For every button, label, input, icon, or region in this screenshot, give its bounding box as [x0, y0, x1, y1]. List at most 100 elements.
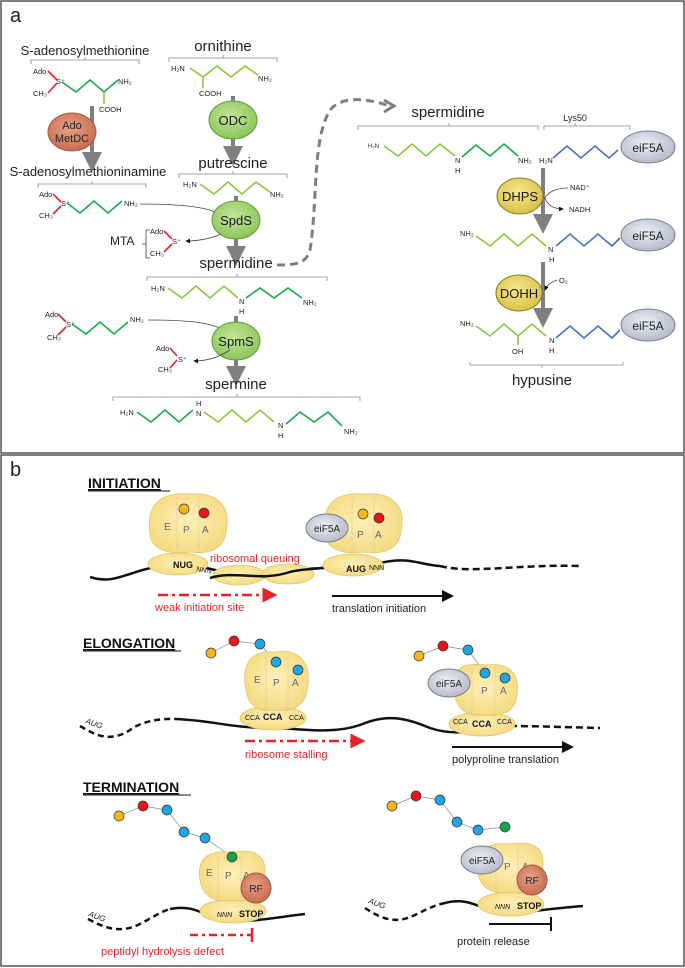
atom-nh2: NH₂ — [258, 74, 272, 83]
atom-ado: Ado — [39, 190, 52, 199]
atom-ado: Ado — [150, 227, 163, 236]
codon-cca-center: CCA — [472, 719, 492, 729]
ribosome-termination-left: E P A RF NNN STOP — [199, 850, 272, 924]
enzyme-odc-label: ODC — [219, 113, 248, 128]
atom-nh2: NH₂ — [130, 315, 144, 324]
compound-spermine: spermine — [205, 376, 267, 393]
atom-ado: Ado — [156, 344, 169, 353]
peptide-chain — [205, 635, 299, 671]
amino-acid-orange — [178, 503, 190, 515]
atom-h2n: H₂N — [151, 284, 165, 293]
site-a: A — [202, 525, 209, 536]
eif5a-label: eiF5A — [632, 229, 663, 243]
atom-n: N — [549, 336, 554, 345]
site-p: P — [183, 525, 190, 536]
compound-spermidine-right: spermidine — [411, 104, 484, 121]
atom-nh2: NH₂ — [303, 298, 317, 307]
enzyme-dohh — [495, 274, 543, 312]
atom-n: N — [196, 409, 201, 418]
label-aug: AUG — [366, 896, 386, 911]
enzyme-dhps-label: DHPS — [502, 189, 538, 204]
label-aug: AUG — [83, 716, 103, 731]
atom-h2n: H₂N — [120, 408, 134, 417]
caption-polyproline-translation: polyproline translation — [452, 754, 559, 766]
atom-s: S⁺ — [56, 77, 65, 86]
atom-nh2: NH₂ — [118, 77, 132, 86]
atom-ado: Ado — [45, 310, 58, 319]
atom-n: N — [548, 245, 553, 254]
codon-cca: CCA — [453, 719, 468, 726]
eif5a-label: eiF5A — [469, 856, 495, 867]
atom-cooh: COOH — [199, 89, 222, 98]
ribosome-elongation-right: P A eiF5A CCA CCA CCA — [427, 664, 518, 737]
enzyme-adometdc-label2: MetDC — [55, 133, 89, 145]
enzyme-spds-label: SpdS — [220, 213, 252, 228]
atom-h: H — [549, 346, 554, 355]
compound-hypusine: hypusine — [512, 372, 572, 389]
atom-cooh: COOH — [99, 105, 122, 114]
atom-ch3: CH₃ — [39, 211, 53, 220]
caption-weak-initiation: weak initiation site — [154, 602, 244, 614]
ribosome-initiation-left: E P A NUG NNN — [147, 493, 228, 576]
panel-a-border — [0, 0, 685, 454]
atom-nh2: NH₂ — [460, 319, 474, 328]
release-factor — [240, 872, 272, 904]
atom-h2n: H₂N — [183, 180, 197, 189]
ribosome-elongation-left: E P A CCA CCA CCA — [239, 650, 309, 731]
atom-nad: NAD⁺ — [570, 183, 590, 192]
site-p: P — [481, 686, 488, 697]
site-p: P — [504, 862, 511, 873]
atom-nadh: NADH — [569, 205, 590, 214]
release-factor-label: RF — [525, 876, 538, 887]
bond-red — [47, 70, 58, 94]
panel-b-label: b — [10, 459, 21, 481]
codon-nnn: NNN — [495, 904, 511, 911]
atom-ch3: CH₃ — [158, 365, 172, 374]
label-lys50: Lys50 — [563, 113, 587, 123]
enzyme-spms — [211, 321, 261, 361]
compound-ornithine: ornithine — [194, 38, 252, 55]
atom-h: H — [278, 431, 283, 440]
atom-s: S⁺ — [178, 355, 187, 364]
atom-h: H — [455, 166, 460, 175]
section-title-termination: TERMINATION — [83, 779, 179, 795]
codon-nnn: NNN — [217, 912, 233, 919]
mrna-strand — [174, 716, 511, 734]
atom-ch3: CH₃ — [150, 249, 164, 258]
codon-cca-center: CCA — [263, 712, 283, 722]
bracket — [30, 57, 140, 64]
caption-translation-initiation: translation initiation — [332, 603, 426, 615]
ribosome-initiation-right: P A eiF5A AUG NNN — [305, 493, 403, 577]
label-aug: AUG — [86, 909, 106, 924]
enzyme-adometdc — [47, 112, 97, 152]
atom-ch3: CH₃ — [47, 333, 61, 342]
queued-subunit — [261, 563, 315, 585]
caption-ribosome-stalling: ribosome stalling — [245, 749, 328, 761]
atom-h: H — [239, 307, 244, 316]
compound-dcsam: S-adenosylmethioninamine — [10, 164, 167, 179]
enzyme-dohh-label: DOHH — [500, 286, 538, 301]
eif5a-protein — [305, 513, 349, 543]
transfer-arrow — [276, 98, 391, 267]
atom-n: N — [278, 421, 283, 430]
atom-s: S⁺ — [61, 199, 70, 208]
compound-sam: S-adenosylmethionine — [21, 43, 150, 58]
codon-nnn: NNN — [196, 566, 212, 576]
atom-h2n: H₂N — [539, 156, 553, 165]
section-title-initiation: INITIATION — [88, 475, 161, 491]
compound-spermidine: spermidine — [199, 255, 272, 272]
eif5a-label: eiF5A — [314, 524, 340, 535]
section-title-elongation: ELONGATION — [83, 635, 175, 651]
enzyme-adometdc-label1: Ado — [62, 120, 82, 132]
codon-nnn: NNN — [369, 565, 384, 572]
site-a: A — [500, 686, 507, 697]
atom-h: H — [196, 399, 201, 408]
compound-putrescine: putrescine — [198, 155, 267, 172]
codon-cca: CCA — [289, 715, 304, 722]
site-a: A — [375, 530, 382, 541]
site-e: E — [164, 522, 171, 533]
eif5a-label: eiF5A — [632, 319, 663, 333]
panel-b-border — [0, 454, 685, 967]
peptide-chain — [386, 790, 511, 836]
